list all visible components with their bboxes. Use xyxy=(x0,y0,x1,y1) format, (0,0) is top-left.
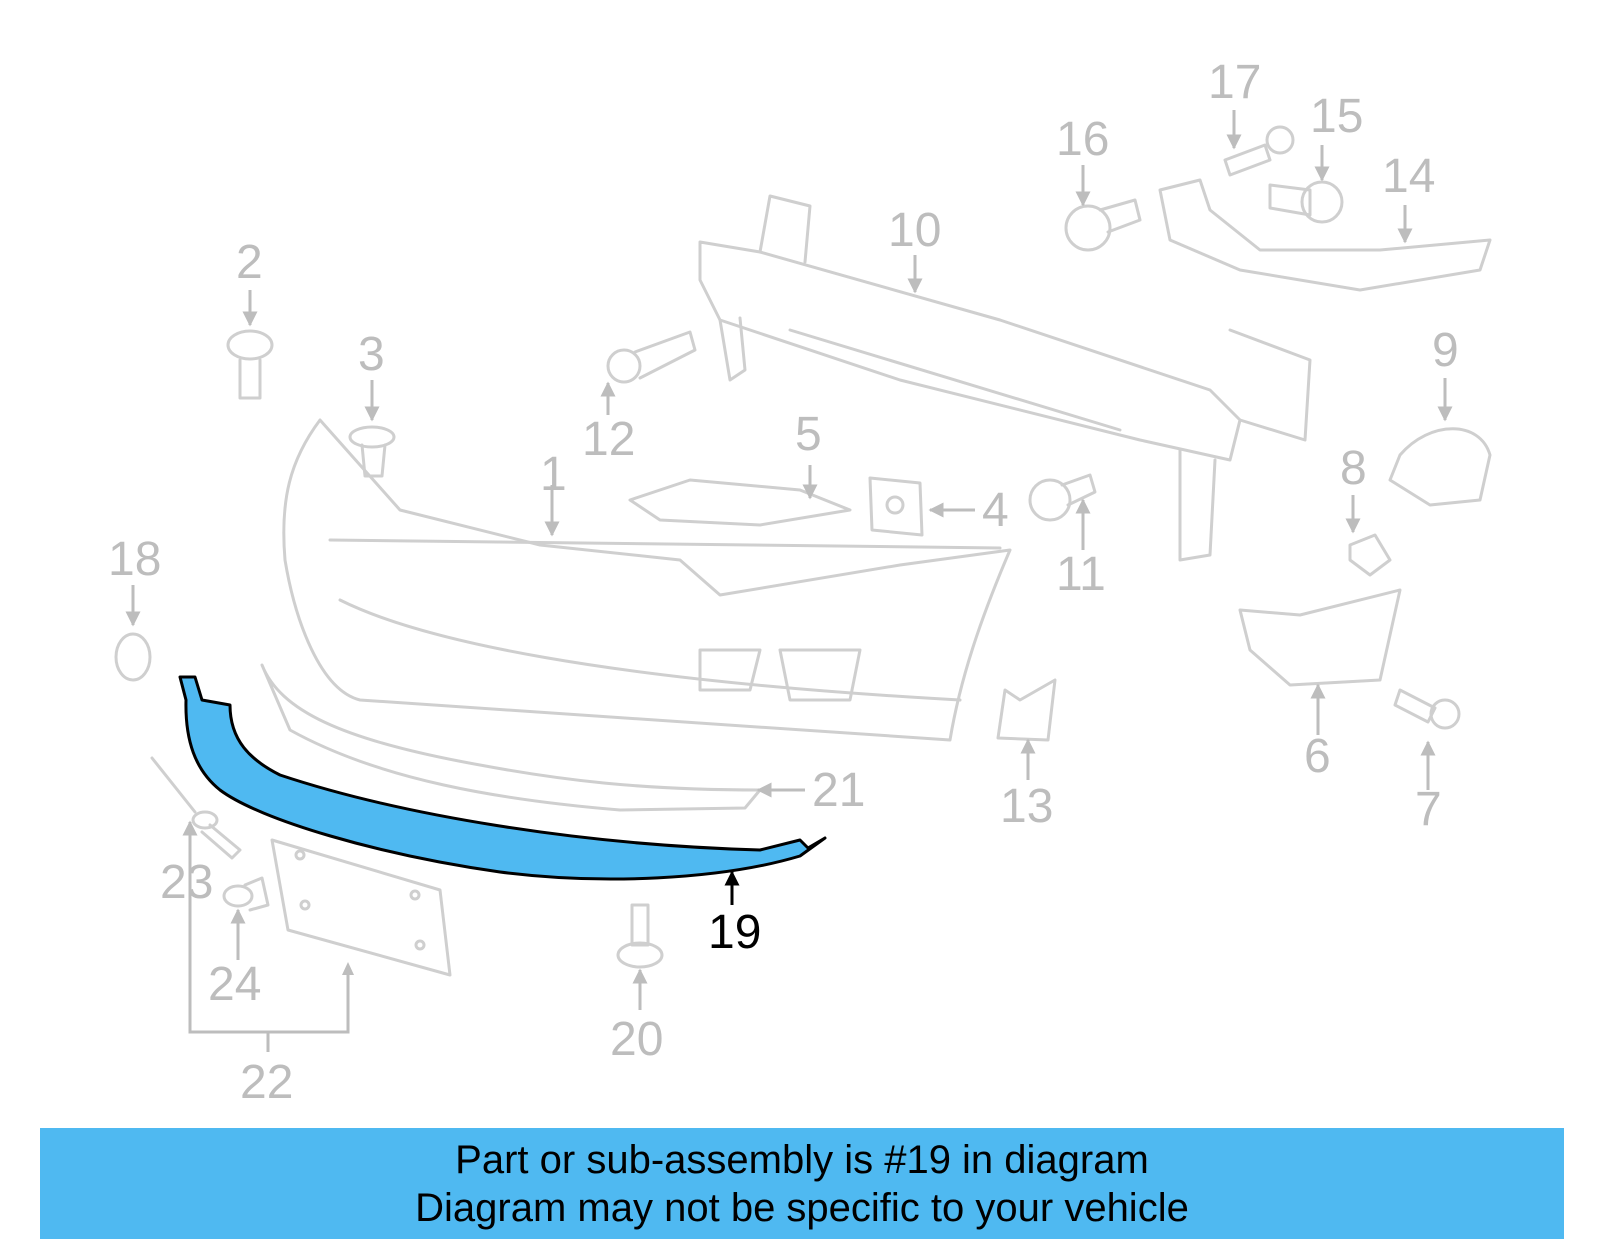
callout-6: 6 xyxy=(1304,730,1331,783)
callout-12: 12 xyxy=(582,413,635,466)
spoiler-part-19 xyxy=(178,675,827,881)
clip-part-3 xyxy=(348,425,396,478)
callout-22: 22 xyxy=(240,1056,293,1109)
callout-4: 4 xyxy=(982,484,1009,537)
bolt-part-16 xyxy=(1064,198,1142,252)
bumper-cover-part-1 xyxy=(282,418,1012,742)
reinforcement-beam-part-10 xyxy=(698,194,1312,562)
exploded-view-svg: 1 2 3 4 5 6 7 8 9 10 11 12 13 14 15 16 1… xyxy=(108,56,1492,1109)
callout-2: 2 xyxy=(236,236,263,289)
bolt-part-7 xyxy=(1393,688,1461,730)
callout-9: 9 xyxy=(1432,324,1459,377)
callout-16: 16 xyxy=(1056,113,1109,166)
callout-3: 3 xyxy=(358,328,385,381)
callout-15: 15 xyxy=(1310,90,1363,143)
banner-line-1: Part or sub-assembly is #19 in diagram xyxy=(455,1137,1149,1182)
license-plate-bracket-part-22 xyxy=(270,838,452,977)
callout-10: 10 xyxy=(888,204,941,257)
part-info-banner: Part or sub-assembly is #19 in diagram D… xyxy=(40,1128,1564,1239)
callout-24: 24 xyxy=(208,958,261,1011)
bolt-part-11 xyxy=(1028,473,1097,522)
callout-8: 8 xyxy=(1340,442,1367,495)
bracket-part-13 xyxy=(996,678,1057,742)
screw-part-24 xyxy=(222,876,270,912)
callout-11: 11 xyxy=(1056,548,1106,601)
plug-part-18 xyxy=(114,632,152,682)
callout-5: 5 xyxy=(795,408,822,461)
callout-7: 7 xyxy=(1415,783,1442,836)
leader-lines xyxy=(125,110,1453,1052)
callout-labels: 1 2 3 4 5 6 7 8 9 10 11 12 13 14 15 16 1… xyxy=(108,56,1459,1109)
nut-part-4 xyxy=(868,476,924,537)
screw-part-20 xyxy=(616,903,664,969)
banner-line-2: Diagram may not be specific to your vehi… xyxy=(415,1185,1189,1230)
cap-part-9 xyxy=(1388,427,1492,507)
bolt-part-15 xyxy=(1268,180,1344,224)
screw-part-12 xyxy=(606,330,697,384)
callout-20: 20 xyxy=(610,1013,663,1066)
callout-13: 13 xyxy=(1000,780,1053,833)
bracket-part-6 xyxy=(1238,588,1402,687)
clip-part-8 xyxy=(1348,533,1392,577)
callout-14: 14 xyxy=(1382,150,1435,203)
rivet-part-23 xyxy=(150,756,242,860)
callout-19: 19 xyxy=(708,906,761,959)
lower-spoiler-part-21 xyxy=(260,663,762,812)
callout-18: 18 xyxy=(108,533,161,586)
callout-21: 21 xyxy=(812,764,865,817)
callout-17: 17 xyxy=(1208,56,1261,109)
bolt-part-17 xyxy=(1223,125,1295,177)
callout-1: 1 xyxy=(540,448,567,501)
bolt-part-2 xyxy=(226,329,274,400)
callout-23: 23 xyxy=(160,856,213,909)
bracket-part-5 xyxy=(628,478,852,527)
bracket-part-14 xyxy=(1158,178,1492,292)
